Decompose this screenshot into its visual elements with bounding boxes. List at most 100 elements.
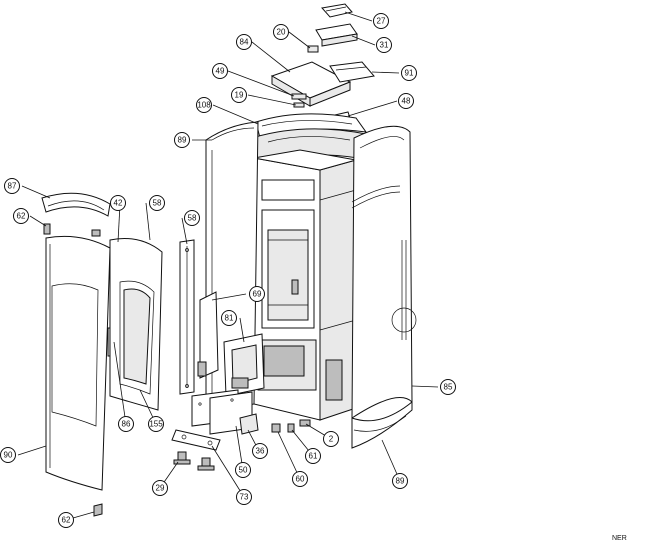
callout-circle: [13, 208, 29, 224]
callout-number: 87: [8, 182, 17, 191]
part-36-small-bracket: [239, 413, 259, 435]
callout-circle: [305, 448, 321, 464]
callout-number: 2: [329, 435, 334, 444]
callout-60: 60: [292, 471, 308, 487]
part-49-plate: [291, 93, 307, 100]
callout-108: 108: [196, 97, 212, 113]
part-90-front-door: [45, 235, 115, 491]
callout-number: 91: [405, 69, 414, 78]
callout-circle: [236, 489, 252, 505]
callout-number: 62: [62, 516, 71, 525]
part-2-60-61-small-parts: [271, 419, 311, 433]
callout-20: 20: [273, 24, 289, 40]
callout-circle: [235, 462, 251, 478]
callout-number: 73: [240, 493, 249, 502]
callout-circle: [392, 473, 408, 489]
callout-number: 89: [178, 136, 187, 145]
callout-90: 90: [0, 447, 16, 463]
callout-number: 36: [256, 447, 265, 456]
callout-36: 36: [252, 443, 268, 459]
callout-number: 81: [225, 314, 234, 323]
part-29-foot: [173, 451, 215, 471]
part-31-tray: [315, 23, 358, 47]
callout-89: 89: [392, 473, 408, 489]
callout-circle: [0, 447, 16, 463]
part-89-bottom-curved-panel: [351, 400, 413, 449]
part-81-inner-frame: [223, 333, 265, 397]
callout-number: 60: [296, 475, 305, 484]
callout-circle: [373, 13, 389, 29]
callout-84: 84: [236, 34, 252, 50]
callout-circle: [398, 93, 414, 109]
callout-155: 155: [148, 416, 164, 432]
callout-61: 61: [305, 448, 321, 464]
callout-48: 48: [398, 93, 414, 109]
callout-circle: [323, 431, 339, 447]
part-20-small-part: [307, 45, 319, 53]
stove-main-body: [253, 149, 357, 421]
part-62-bottom-clip: [93, 503, 103, 517]
callout-number: 155: [149, 420, 163, 429]
callout-number: 29: [156, 484, 165, 493]
callout-number: 86: [122, 420, 131, 429]
callout-62: 62: [13, 208, 29, 224]
part-19-part: [293, 102, 305, 108]
callout-number: 27: [377, 17, 386, 26]
callout-number: 19: [235, 91, 244, 100]
callout-42: 42: [110, 195, 126, 211]
callout-81: 81: [221, 310, 237, 326]
callout-circle: [196, 97, 212, 113]
callout-circle: [292, 471, 308, 487]
callout-number: 48: [402, 97, 411, 106]
callout-27: 27: [373, 13, 389, 29]
callout-86: 86: [118, 416, 134, 432]
callout-number: 42: [114, 199, 123, 208]
part-87-top-trim: [41, 192, 111, 217]
callout-2: 2: [323, 431, 339, 447]
callout-49: 49: [212, 63, 228, 79]
callout-circle: [221, 310, 237, 326]
callout-number: 69: [253, 290, 262, 299]
callout-circle: [440, 379, 456, 395]
callout-58: 58: [149, 195, 165, 211]
diagram-code-label: NER: [612, 535, 627, 542]
callout-circle: [118, 416, 134, 432]
callout-number: 20: [277, 28, 286, 37]
callout-circle: [376, 37, 392, 53]
callout-number: 61: [309, 452, 318, 461]
callout-62: 62: [58, 512, 74, 528]
part-27-top-bracket: [321, 3, 353, 18]
part-85-right-side-panel: [351, 125, 417, 419]
callout-19: 19: [231, 87, 247, 103]
callout-circle: [212, 63, 228, 79]
callout-circle: [249, 286, 265, 302]
callout-number: 58: [188, 214, 197, 223]
callout-87: 87: [4, 178, 20, 194]
callout-number: 49: [216, 67, 225, 76]
callout-circle: [149, 195, 165, 211]
callout-69: 69: [249, 286, 265, 302]
callout-circle: [184, 210, 200, 226]
callout-circle: [148, 416, 164, 432]
callout-circle: [401, 65, 417, 81]
part-42-glass-panel: [109, 238, 163, 411]
callout-number: 90: [4, 451, 13, 460]
callout-number: 84: [240, 38, 249, 47]
part-62-clip: [43, 223, 101, 237]
part-58-vertical-strip: [179, 239, 195, 395]
callout-89: 89: [174, 132, 190, 148]
part-73-rail: [171, 429, 221, 451]
callout-58: 58: [184, 210, 200, 226]
callout-50: 50: [235, 462, 251, 478]
callout-number: 85: [444, 383, 453, 392]
callout-group: 27 20 31 84 91 49 19 48 108 89 87 42 58 62 58 69 81 85 90 8…: [0, 13, 456, 528]
callout-number: 89: [396, 477, 405, 486]
callout-circle: [110, 195, 126, 211]
callout-number: 31: [380, 41, 389, 50]
callout-91: 91: [401, 65, 417, 81]
callout-circle: [252, 443, 268, 459]
callout-circle: [236, 34, 252, 50]
callout-31: 31: [376, 37, 392, 53]
